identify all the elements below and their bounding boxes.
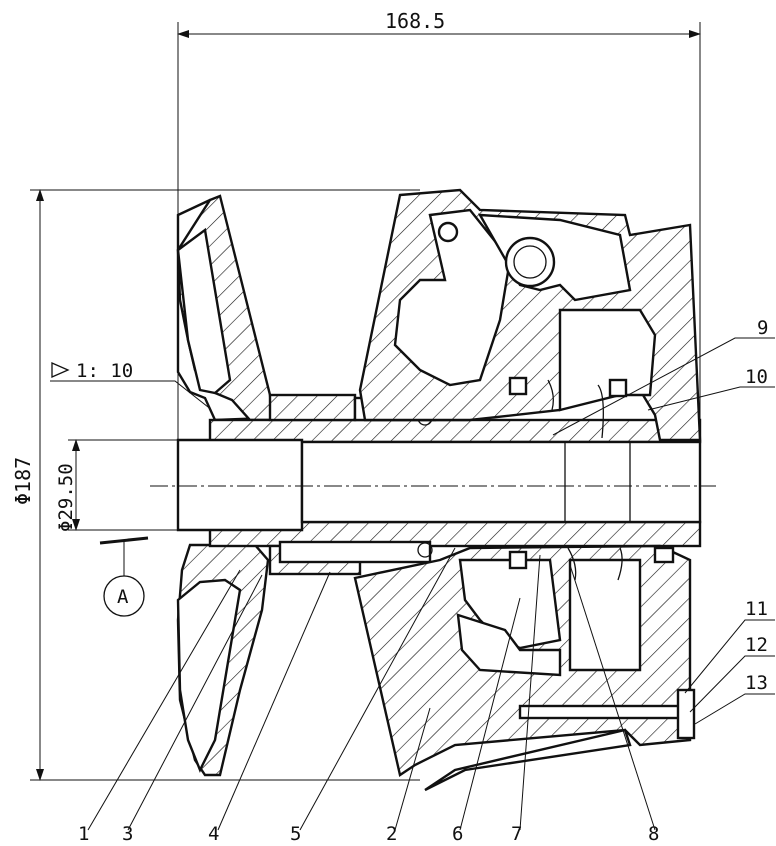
hub [150, 420, 716, 546]
outer-diameter-label: Φ187 [11, 457, 35, 505]
part-label-13: 13 [745, 672, 768, 694]
part-label-12: 12 [745, 634, 768, 656]
movable-sheave-lower [355, 546, 694, 790]
part-label-9: 9 [757, 317, 768, 339]
part-label-4: 4 [208, 823, 219, 845]
part-label-11: 11 [745, 598, 768, 620]
datum-label: A [117, 586, 129, 608]
taper-label: 1: 10 [76, 360, 133, 382]
part-label-7: 7 [511, 823, 522, 845]
bore-diameter-label: Φ29.50 [55, 463, 77, 532]
part-label-1: 1 [78, 823, 89, 845]
part-label-8: 8 [648, 823, 659, 845]
part-label-3: 3 [122, 823, 133, 845]
part-label-5: 5 [290, 823, 301, 845]
part-label-10: 10 [745, 366, 768, 388]
datum-a: A [100, 538, 148, 616]
part-label-6: 6 [452, 823, 463, 845]
taper-triangle-icon [52, 363, 68, 377]
overall-length-label: 168.5 [385, 9, 445, 33]
part-label-2: 2 [386, 823, 397, 845]
movable-sheave-upper [360, 190, 700, 440]
